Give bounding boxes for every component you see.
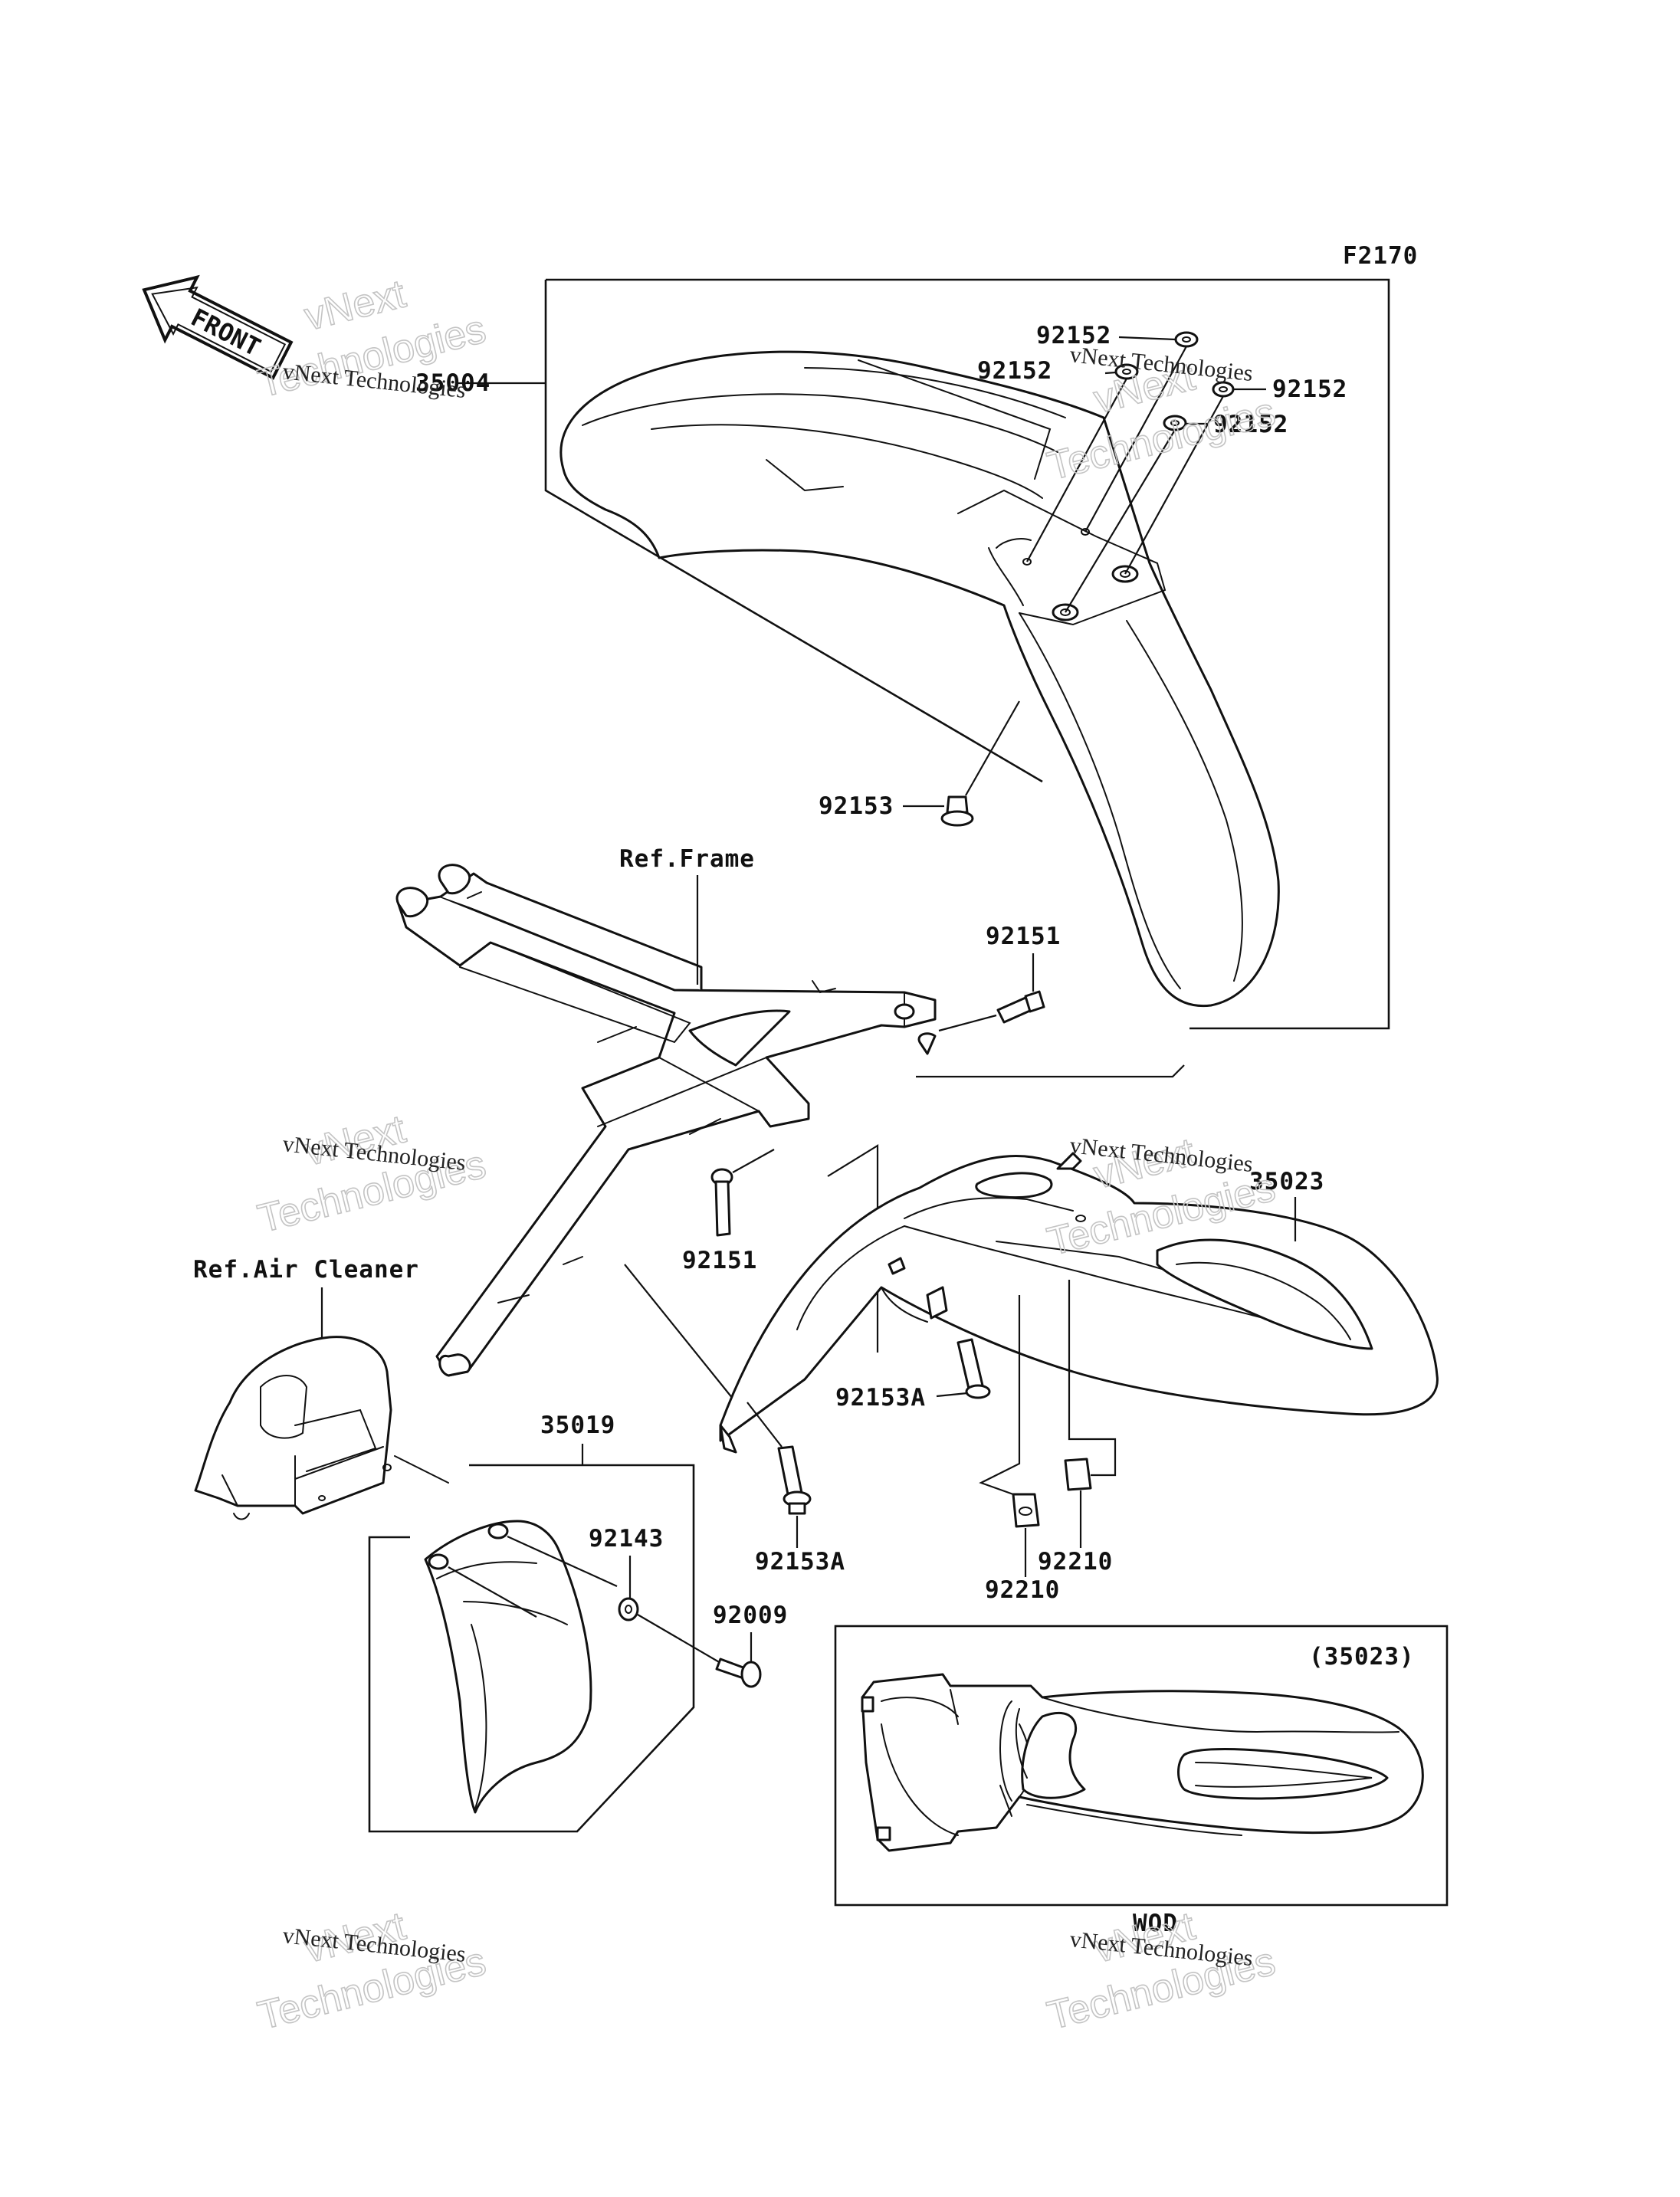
label-92153a-upper: 92153A [835, 1384, 926, 1412]
nut-92210-left-icon [1012, 1493, 1040, 1528]
bolt-92153a-lower-icon [777, 1445, 812, 1515]
label-92151-right: 92151 [986, 923, 1061, 950]
nut-92210-right-icon [1064, 1458, 1092, 1491]
washer-92143-icon [618, 1597, 639, 1622]
bolt-92153-icon [940, 795, 974, 827]
rear-fender [719, 1152, 1439, 1454]
bolt-92153a-upper-icon [956, 1338, 991, 1399]
front-fender [559, 350, 1280, 1008]
inset-rear-fender [861, 1673, 1424, 1852]
label-92153: 92153 [819, 792, 894, 820]
mud-flap [424, 1520, 592, 1814]
rear-subframe [395, 864, 937, 1377]
bolt-92151-left-icon [710, 1168, 733, 1237]
label-35004: 35004 [415, 369, 491, 397]
label-35019: 35019 [540, 1412, 615, 1439]
label-wod: WOD [1133, 1910, 1178, 1937]
label-ref-frame: Ref.Frame [619, 845, 755, 873]
label-92210-left: 92210 [985, 1576, 1060, 1604]
screw-92009-icon [715, 1658, 762, 1688]
label-92143: 92143 [589, 1525, 664, 1553]
label-92151-left: 92151 [682, 1247, 757, 1274]
label-inset-35023: (35023) [1309, 1643, 1415, 1671]
mud-flap-box [368, 1464, 695, 1833]
washer-leaders [1026, 336, 1266, 613]
label-92210-right: 92210 [1038, 1548, 1113, 1576]
label-35023: 35023 [1249, 1168, 1324, 1195]
label-92152-d: 92152 [1213, 411, 1288, 438]
label-92153a-lower: 92153A [755, 1548, 845, 1576]
label-92152-c: 92152 [1272, 375, 1347, 403]
label-ref-air-cleaner: Ref.Air Cleaner [193, 1256, 419, 1284]
bolt-92151-right-icon [996, 990, 1045, 1024]
figure-code: F2170 [1343, 242, 1418, 270]
label-92152-b: 92152 [977, 357, 1052, 385]
inset-box [834, 1625, 1449, 1907]
label-92009: 92009 [713, 1602, 788, 1629]
air-cleaner-ref [194, 1336, 449, 1520]
front-fender-box [546, 278, 1390, 1030]
label-92152-a: 92152 [1036, 322, 1111, 349]
